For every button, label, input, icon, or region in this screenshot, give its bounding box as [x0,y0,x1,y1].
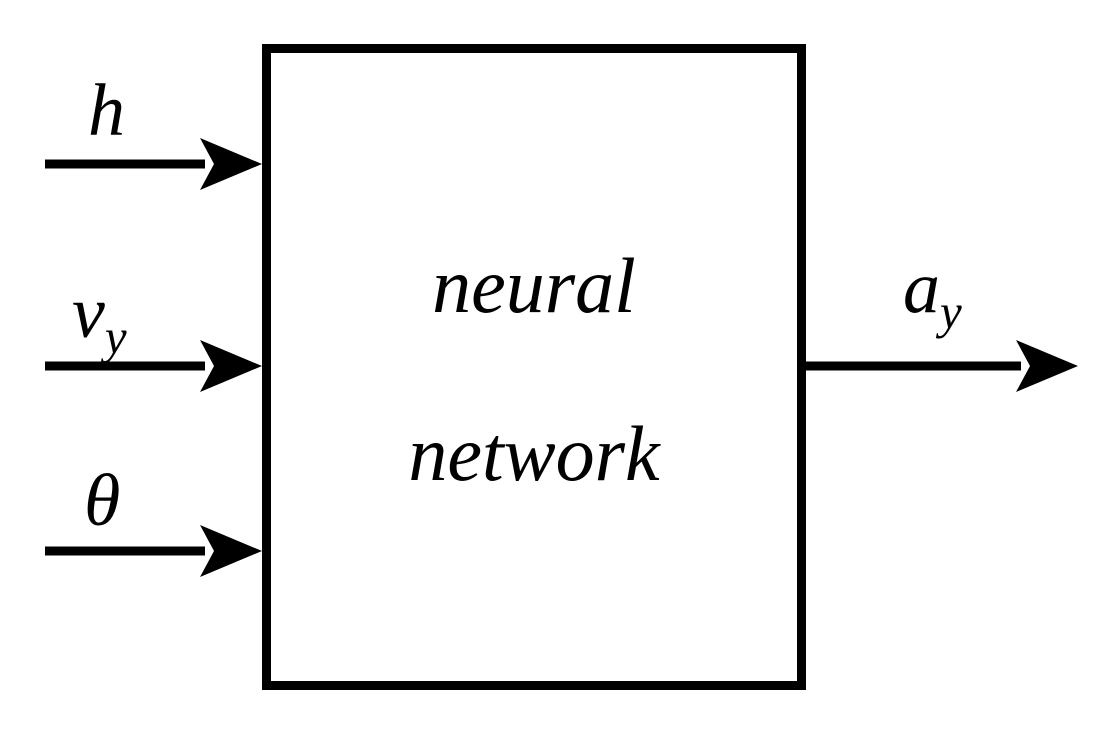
block-label-line2: network [408,410,661,497]
input-label-theta: θ [84,460,120,542]
output-label-ay-base: a [903,247,940,329]
input-arrow-h [45,138,262,190]
output-label-ay: ay [903,247,962,339]
input-label-vy-base: v [72,272,105,354]
input-label-h-base: h [88,70,125,152]
output-arrow-ay [806,340,1078,392]
output-arrow-ay-head [1016,340,1078,392]
input-label-vy: vy [72,272,127,364]
input-label-vy-sub: y [100,309,127,364]
input-arrow-theta-head [200,525,262,577]
input-arrow-theta [45,525,262,577]
block-label-line1: neural [432,242,636,329]
input-arrow-h-head [200,138,262,190]
input-arrow-vy-head [200,340,262,392]
output-label-ay-sub: y [935,284,962,339]
input-label-theta-base: θ [84,460,120,542]
input-arrow-vy [45,340,262,392]
neural-network-box [262,44,806,690]
input-label-h: h [88,70,125,152]
